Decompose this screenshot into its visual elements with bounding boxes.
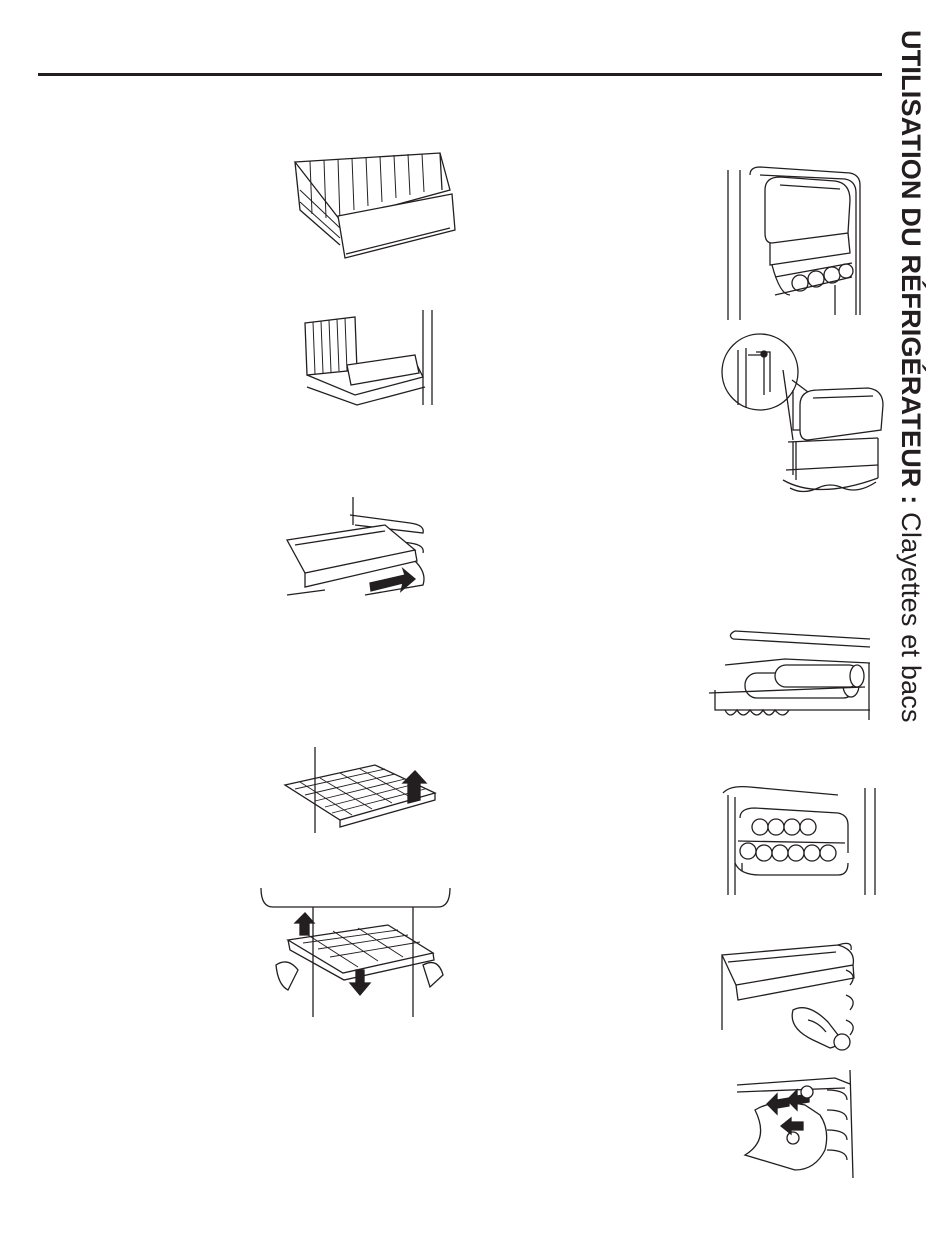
slide-out-clip-illustration (735, 1070, 860, 1180)
wire-shelf-remove-illustration (258, 885, 453, 1020)
wire-basket-illustration (290, 150, 460, 265)
glass-shelf-illustration (285, 495, 430, 605)
wire-shelf-lift-illustration (280, 745, 440, 835)
section-title: UTILISATION DU RÉFRIGÉRATEUR : Clayettes… (889, 30, 933, 850)
section-title-strong: UTILISATION DU RÉFRIGÉRATEUR : (896, 30, 926, 504)
header-rule (38, 73, 882, 76)
door-can-holder-illustration (720, 783, 880, 898)
can-rack-detail-illustration (718, 330, 888, 505)
can-dispenser-illustration (705, 625, 875, 725)
section-title-light: Clayettes et bacs (896, 504, 926, 722)
door-bin-illustration (720, 165, 865, 325)
shelf-edge-hand-illustration (718, 940, 858, 1055)
basket-rails-illustration (295, 305, 440, 410)
